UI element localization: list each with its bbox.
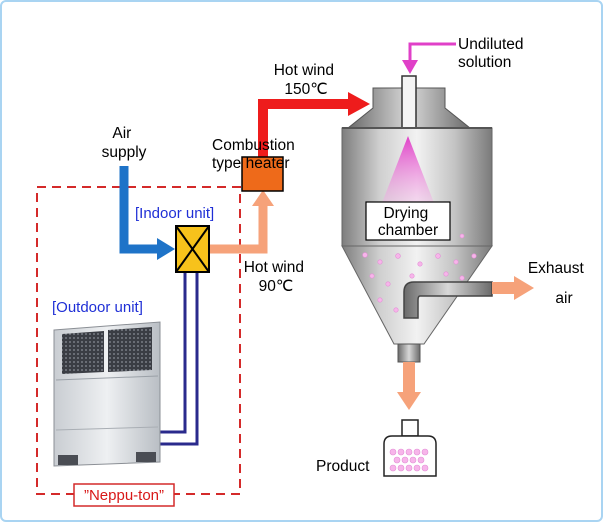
drying-chamber-label: Drying chamber bbox=[378, 205, 438, 239]
outdoor-unit-icon bbox=[53, 321, 161, 467]
hot-wind-90-label: Hot wind 90℃ bbox=[244, 259, 309, 295]
combustion-heater-label: Combustion type heater bbox=[212, 137, 299, 172]
warm-wind-arrow bbox=[210, 190, 274, 254]
exhaust-air-label: Exhaust air bbox=[528, 260, 588, 307]
hot-wind-150-label: Hot wind 150℃ bbox=[274, 62, 339, 98]
indoor-unit-label: [Indoor unit] bbox=[135, 205, 214, 222]
product-arrow bbox=[397, 362, 421, 410]
undiluted-solution-label: Undiluted solution bbox=[458, 36, 528, 71]
neppu-ton-label-box bbox=[73, 483, 175, 507]
neppu-ton-label: ”Neppu-ton” bbox=[84, 487, 164, 504]
feed-arrow bbox=[402, 42, 456, 74]
outdoor-unit-label: [Outdoor unit] bbox=[52, 299, 143, 316]
combustion-heater-box bbox=[241, 156, 284, 192]
air-supply-label: Air supply bbox=[102, 125, 147, 161]
air-supply-arrow bbox=[119, 166, 175, 260]
heat-exchanger-icon bbox=[175, 225, 210, 273]
drying-chamber-vessel bbox=[341, 75, 493, 363]
hot-wind-arrow bbox=[258, 92, 370, 157]
drying-chamber-label-box bbox=[365, 201, 451, 241]
product-label: Product bbox=[316, 458, 370, 475]
product-bottle-icon bbox=[383, 419, 437, 477]
refrigerant-pipes bbox=[160, 262, 199, 446]
exhaust-arrow bbox=[492, 276, 534, 300]
